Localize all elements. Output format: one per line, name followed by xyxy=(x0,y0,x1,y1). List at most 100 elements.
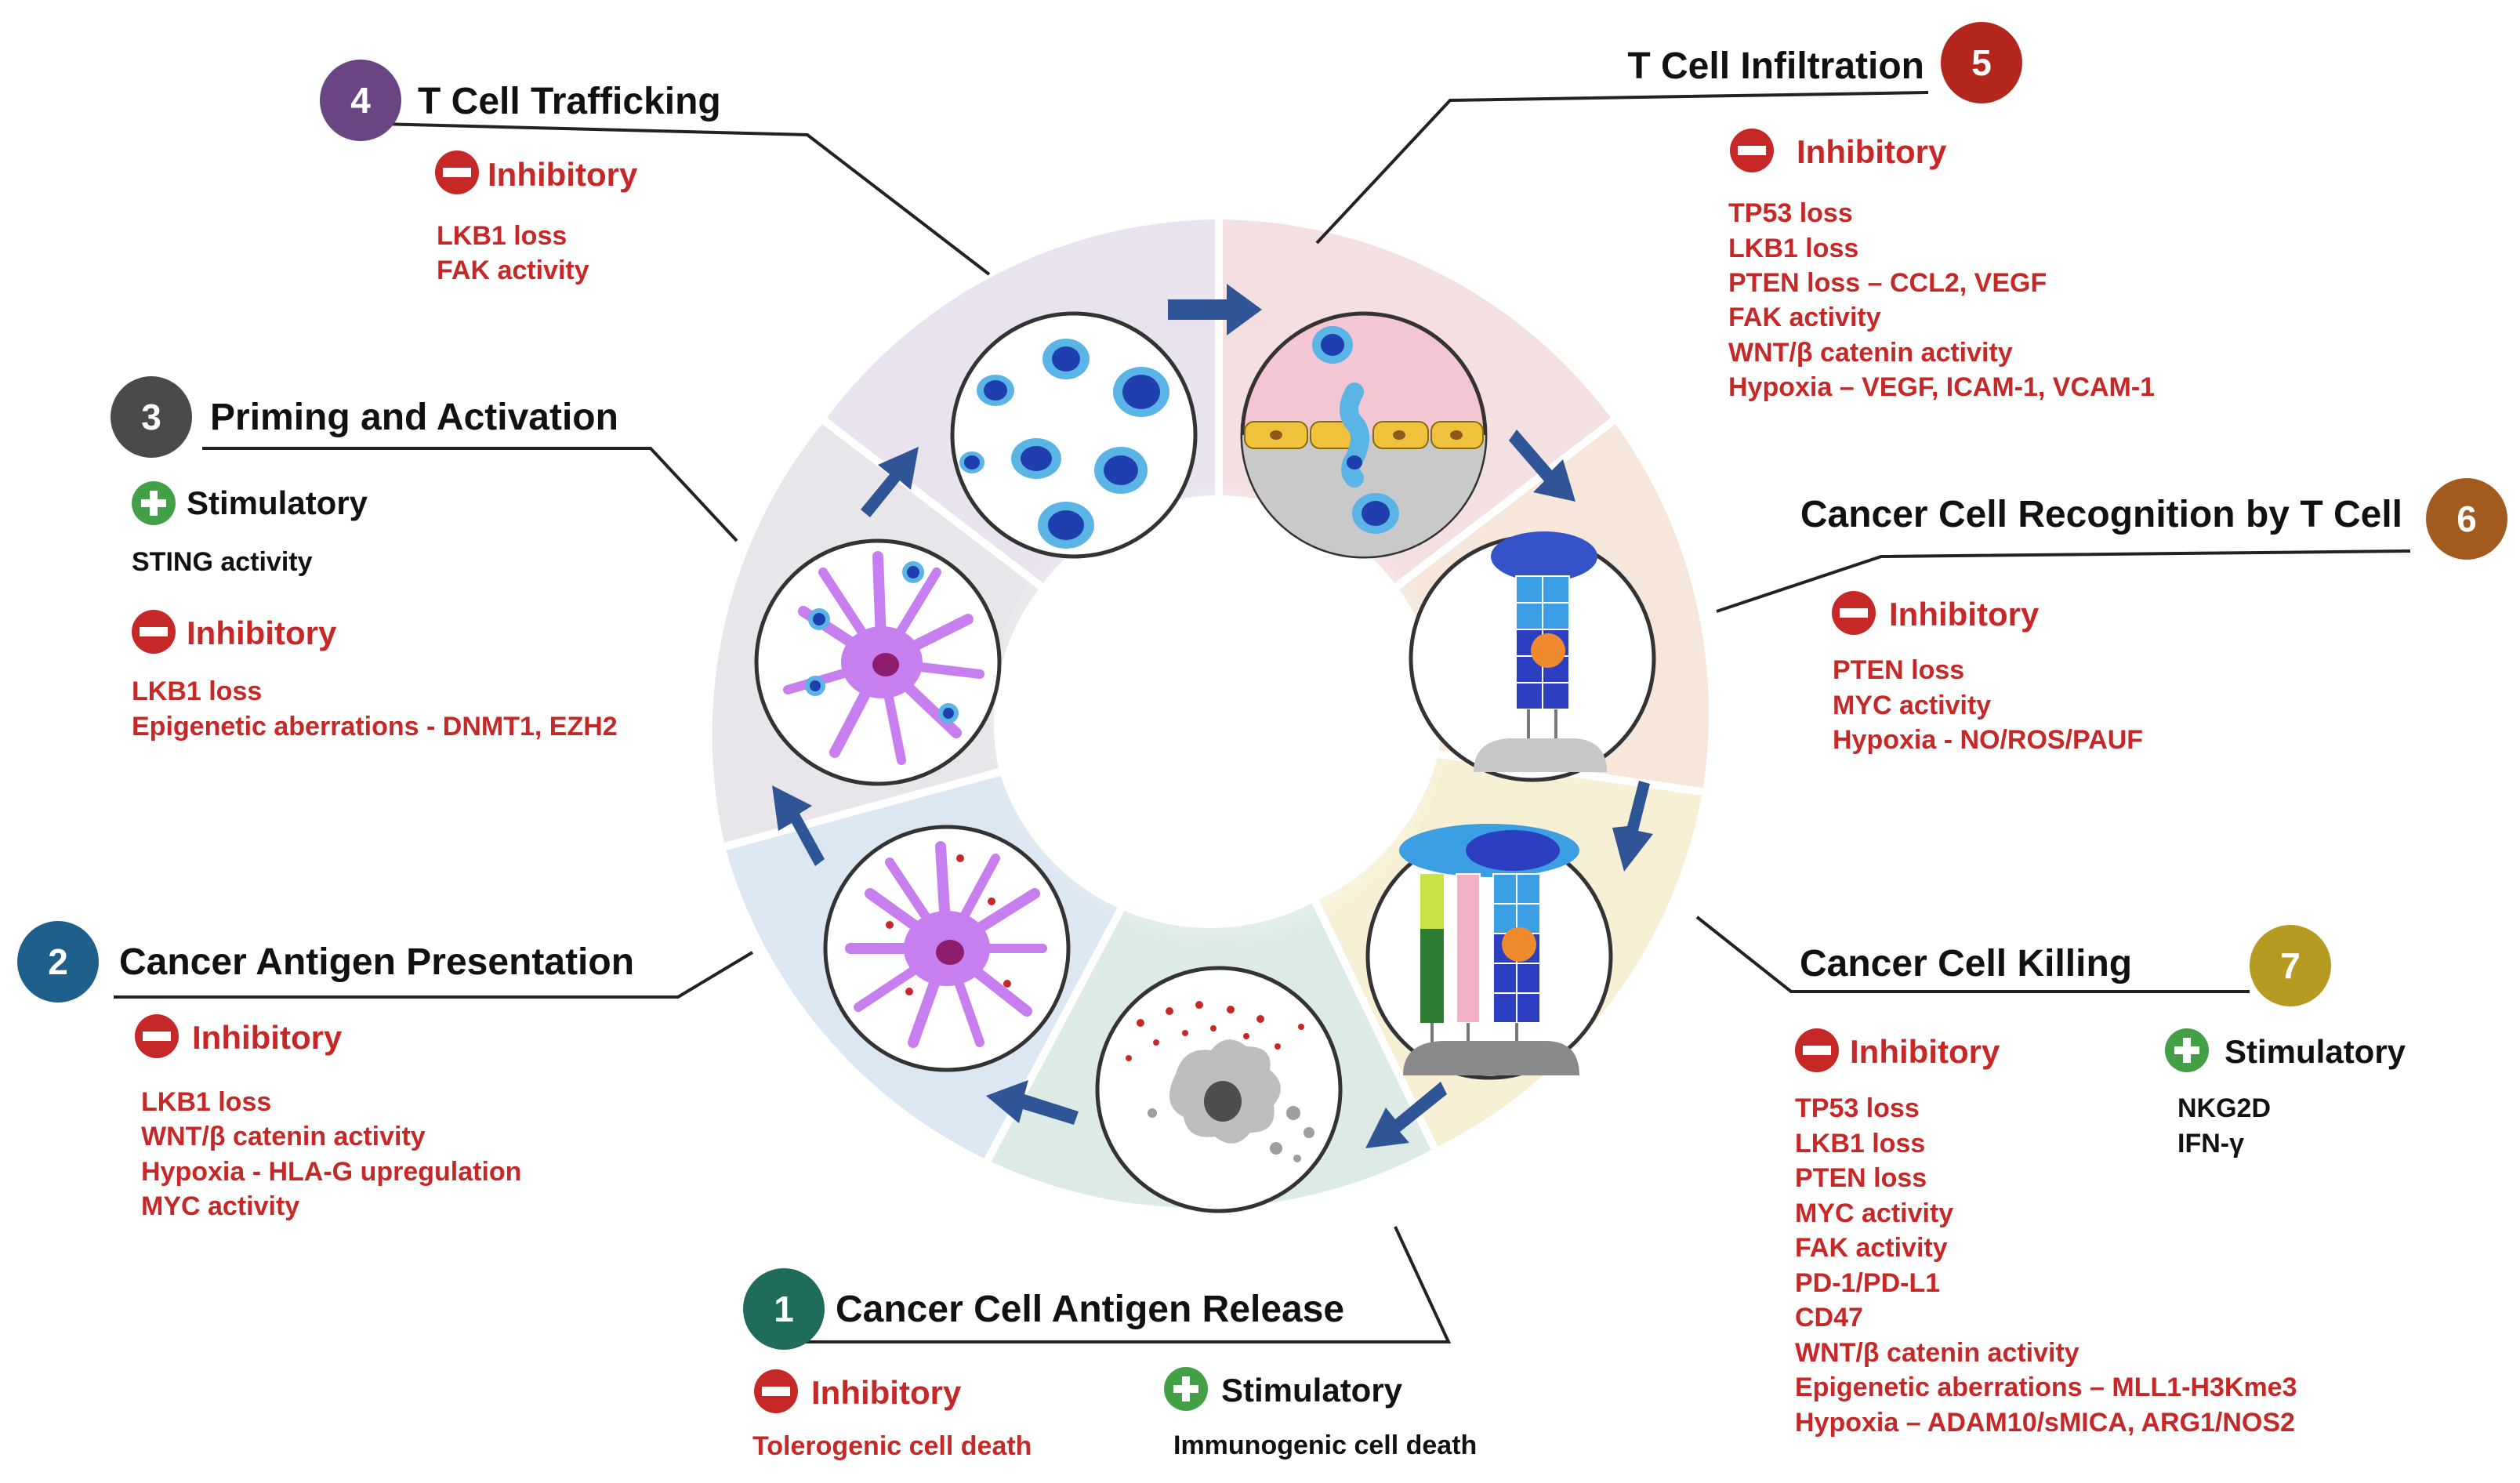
step-2-number: 2 xyxy=(48,941,68,982)
step-6-callout: Cancer Cell Recognition by T Cell 6 Inhi… xyxy=(1800,478,2507,755)
step-7-inhibitory-item: Hypoxia – ADAM10/sMICA, ARG1/NOS2 xyxy=(1795,1408,2295,1438)
step-6-badge xyxy=(2426,478,2507,560)
step-7-badge xyxy=(2250,925,2331,1006)
step-5-callout: T Cell Infiltration 5 Inhibitory TP53 lo… xyxy=(1627,22,2155,402)
step-7-stimulatory-item: IFN-γ xyxy=(2177,1129,2244,1158)
step-2-inhibitory-item: MYC activity xyxy=(141,1191,299,1221)
step-2-inhibitory-item: WNT/β catenin activity xyxy=(141,1122,426,1151)
step-6-inhibitory-item: Hypoxia - NO/ROS/PAUF xyxy=(1833,725,2143,755)
leader-line-step1 xyxy=(792,1226,1452,1343)
step-3-title: Priming and Activation xyxy=(210,397,618,438)
antigen-icon xyxy=(1502,927,1536,962)
plus-icon xyxy=(132,481,176,525)
step-1-stimulatory-label: Stimulatory xyxy=(1221,1372,1403,1409)
step-5-inhibitory-label: Inhibitory xyxy=(1797,133,1947,170)
endothelial-wall xyxy=(1244,421,1484,449)
step-3-inhibitory-item: LKB1 loss xyxy=(132,676,262,706)
step-7-inhibitory-item: TP53 loss xyxy=(1795,1093,1920,1123)
step-7-number: 7 xyxy=(2280,945,2301,986)
minus-icon xyxy=(132,610,176,654)
step-7-inhibitory-item: WNT/β catenin activity xyxy=(1795,1338,2079,1368)
arrow-presentation-to-priming xyxy=(772,785,825,866)
arrow-recognition-to-killing xyxy=(1612,781,1653,872)
killing-illustration xyxy=(1365,824,1613,1080)
step-7-inhibitory-item: MYC activity xyxy=(1795,1198,1953,1228)
step-6-number: 6 xyxy=(2457,499,2477,539)
infiltration-illustration xyxy=(1240,311,1488,559)
minus-icon xyxy=(1832,591,1876,635)
leader-line-step4 xyxy=(379,122,991,276)
step-2-inhibitory-item: LKB1 loss xyxy=(141,1087,271,1117)
leader-line-step5 xyxy=(1315,91,1929,245)
co-receptor-icon xyxy=(1420,873,1481,1024)
step-1-badge xyxy=(743,1268,825,1350)
step-4-badge xyxy=(320,60,401,141)
leader-line-step7 xyxy=(1695,916,2250,993)
step-7-inhibitory-label: Inhibitory xyxy=(1850,1033,2000,1070)
step-7-inhibitory-item: PD-1/PD-L1 xyxy=(1795,1268,1940,1298)
minus-icon xyxy=(135,1014,179,1058)
step-1-callout: 1 Cancer Cell Antigen Release Inhibitory… xyxy=(743,1268,1477,1461)
minus-icon xyxy=(435,150,479,194)
step-4-inhibitory-item: LKB1 loss xyxy=(437,221,567,251)
step-7-inhibitory-item: FAK activity xyxy=(1795,1233,1948,1263)
step-7-stimulatory-label: Stimulatory xyxy=(2224,1033,2406,1070)
step-5-inhibitory-item: FAK activity xyxy=(1728,303,1881,332)
step-2-title: Cancer Antigen Presentation xyxy=(119,941,634,983)
arrow-priming-to-trafficking xyxy=(861,447,919,517)
priming-illustration xyxy=(754,538,1002,786)
minus-icon xyxy=(1795,1028,1839,1072)
step-1-number: 1 xyxy=(774,1289,794,1329)
arrow-release-to-presentation xyxy=(986,1080,1079,1125)
leader-line-step6 xyxy=(1716,549,2411,613)
step-7-callout: Cancer Cell Killing 7 Inhibitory TP53 lo… xyxy=(1795,925,2406,1438)
step-6-title: Cancer Cell Recognition by T Cell xyxy=(1800,494,2402,535)
step-7-inhibitory-item: Epigenetic aberrations – MLL1-H3Kme3 xyxy=(1795,1372,2297,1402)
step-7-inhibitory-item: LKB1 loss xyxy=(1795,1129,1925,1158)
step-4-title: T Cell Trafficking xyxy=(418,81,721,122)
step-5-inhibitory-item: PTEN loss – CCL2, VEGF xyxy=(1728,268,2047,298)
arrow-trafficking-to-infiltration xyxy=(1168,284,1262,335)
t-cell-icon xyxy=(1312,326,1399,534)
step-2-inhibitory-item: Hypoxia - HLA-G upregulation xyxy=(141,1157,521,1187)
step-2-badge xyxy=(17,921,99,1003)
step-1-title: Cancer Cell Antigen Release xyxy=(836,1289,1344,1330)
step-3-stimulatory-label: Stimulatory xyxy=(187,484,368,521)
step-6-inhibitory-item: PTEN loss xyxy=(1833,655,1964,685)
plus-icon xyxy=(1164,1367,1208,1411)
step-1-stimulatory-item: Immunogenic cell death xyxy=(1173,1430,1477,1460)
step-3-inhibitory-label: Inhibitory xyxy=(187,615,337,651)
arrow-killing-to-release xyxy=(1365,1082,1447,1148)
step-3-stimulatory-item: STING activity xyxy=(132,547,313,577)
step-3-number: 3 xyxy=(141,397,161,437)
antigen-icon xyxy=(1531,633,1565,668)
step-5-inhibitory-item: WNT/β catenin activity xyxy=(1728,338,2013,368)
step-5-inhibitory-item: Hypoxia – VEGF, ICAM-1, VCAM-1 xyxy=(1728,372,2155,402)
step-7-inhibitory-item: PTEN loss xyxy=(1795,1163,1927,1193)
step-4-callout: 4 T Cell Trafficking Inhibitory LKB1 los… xyxy=(320,60,721,285)
leader-line-step3 xyxy=(202,447,738,542)
minus-icon xyxy=(1730,129,1774,172)
t-cell-icon xyxy=(959,339,1169,549)
leader-lines xyxy=(114,91,2411,1343)
arrow-infiltration-to-recognition xyxy=(1509,430,1575,502)
antigen-release-illustration xyxy=(1095,966,1343,1213)
step-7-stimulatory-item: NKG2D xyxy=(2177,1093,2271,1123)
step-5-number: 5 xyxy=(1971,42,1992,83)
step-5-badge xyxy=(1941,22,2022,103)
step-1-inhibitory-item: Tolerogenic cell death xyxy=(752,1431,1032,1461)
cycle-arrows xyxy=(772,284,1653,1148)
leader-line-step2 xyxy=(114,951,754,999)
step-5-title: T Cell Infiltration xyxy=(1627,45,1924,87)
step-4-inhibitory-label: Inhibitory xyxy=(488,156,638,193)
step-6-inhibitory-label: Inhibitory xyxy=(1889,596,2040,633)
t-cell-icon xyxy=(805,561,959,723)
step-5-inhibitory-item: LKB1 loss xyxy=(1728,234,1858,263)
step-1-inhibitory-label: Inhibitory xyxy=(811,1374,962,1411)
antigen-particles xyxy=(1126,1001,1304,1061)
step-6-inhibitory-item: MYC activity xyxy=(1833,691,1991,720)
step-2-callout: 2 Cancer Antigen Presentation Inhibitory… xyxy=(17,921,634,1221)
step-3-badge xyxy=(111,376,192,458)
antigen-presentation-illustration xyxy=(823,825,1071,1072)
step-2-inhibitory-label: Inhibitory xyxy=(192,1019,343,1056)
